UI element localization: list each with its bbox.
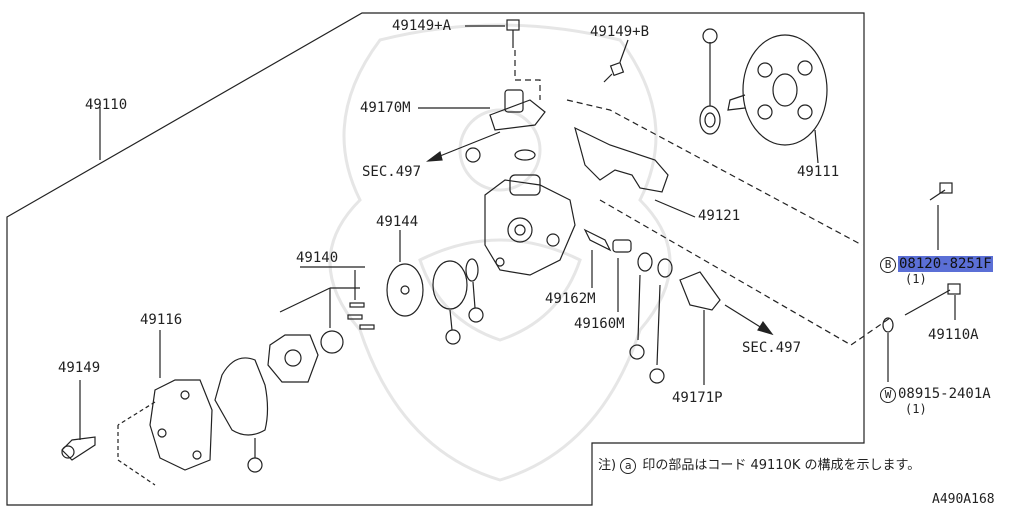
label-49170m: 49170M	[360, 100, 411, 116]
label-sec497-top: SEC.497	[362, 164, 422, 180]
washer-mark: W	[880, 387, 896, 403]
label-49171p: 49171P	[672, 390, 723, 406]
washer-part-number: 08915-2401A	[898, 386, 991, 402]
bolt-quantity: (1)	[905, 272, 927, 286]
label-49140: 49140	[296, 250, 339, 266]
label-49116: 49116	[140, 312, 183, 328]
pulley	[742, 34, 828, 146]
label-sec497-bottom: SEC.497	[742, 340, 802, 356]
watermark-emblem	[328, 23, 672, 482]
label-49110: 49110	[85, 97, 128, 113]
label-49110a: 49110A	[928, 327, 979, 343]
label-49149-b: 49149+B	[590, 24, 650, 40]
label-49149: 49149	[58, 360, 101, 376]
footnote-text: 印の部品はコード 49110K の構成を示します。	[642, 458, 921, 473]
label-49162m: 49162M	[545, 291, 596, 307]
figure-code: A490A168	[932, 492, 995, 507]
pump-body	[484, 179, 576, 276]
footnote: 注) a 印の部品はコード 49110K の構成を示します。	[598, 454, 920, 474]
bolt-part-number: 08120-8251F	[898, 256, 993, 272]
label-49160m: 49160M	[574, 316, 625, 332]
footnote-prefix: 注)	[598, 458, 617, 473]
washer-quantity: (1)	[905, 402, 927, 416]
label-49144: 49144	[376, 214, 419, 230]
label-49121: 49121	[698, 208, 741, 224]
a-mark-symbol: a	[620, 458, 637, 474]
label-49149-a: 49149+A	[392, 18, 452, 34]
bolt-mark: B	[880, 257, 896, 273]
label-49111: 49111	[797, 164, 840, 180]
assembly-outline	[6, 12, 865, 506]
